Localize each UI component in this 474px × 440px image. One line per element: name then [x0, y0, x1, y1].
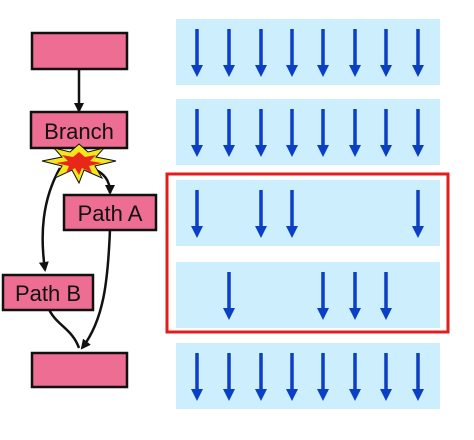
- down-arrow-icon: [380, 29, 392, 77]
- path-b-box: [1, 273, 95, 312]
- down-arrow-icon: [223, 29, 235, 77]
- bottom-box: [30, 351, 129, 389]
- path-a-label: Path A: [78, 201, 143, 226]
- down-arrow-icon: [349, 272, 361, 320]
- divergence-frame: [165, 172, 450, 334]
- branch-box: [29, 110, 129, 150]
- down-arrow-icon: [286, 109, 298, 157]
- down-arrow-icon: [191, 109, 203, 157]
- down-arrow-icon: [380, 353, 392, 401]
- down-arrow-icon: [317, 109, 329, 157]
- down-arrow-icon: [380, 109, 392, 157]
- down-arrow-icon: [412, 109, 424, 157]
- down-arrow-icon: [255, 190, 267, 238]
- down-arrow-icon: [349, 29, 361, 77]
- down-arrow-icon: [223, 272, 235, 320]
- connector-path-b-to-bottom: [46, 306, 81, 349]
- down-arrow-icon: [412, 29, 424, 77]
- down-arrow-icon: [255, 353, 267, 401]
- lane-3-band: [176, 180, 440, 246]
- down-arrow-icon: [255, 29, 267, 77]
- path-a-box: [62, 193, 158, 232]
- lane-1-band: [176, 19, 440, 85]
- flow-boxes: Branch Path A Path B: [1, 31, 158, 389]
- explosion-icon: [41, 143, 117, 185]
- lane-4-band: [176, 262, 440, 328]
- lane-5-band: [176, 343, 440, 409]
- down-arrow-icon: [349, 353, 361, 401]
- down-arrow-icon: [317, 272, 329, 320]
- connector-branch-to-path-b: [38, 167, 62, 272]
- down-arrow-icon: [191, 29, 203, 77]
- down-arrow-icon: [286, 190, 298, 238]
- path-b-label: Path B: [15, 281, 81, 306]
- down-arrow-icon: [255, 109, 267, 157]
- lane-2-band: [176, 99, 440, 165]
- down-arrow-icon: [286, 353, 298, 401]
- connector-path-a-to-bottom: [80, 228, 112, 350]
- thread-lanes: [176, 19, 440, 409]
- top-box: [30, 31, 129, 71]
- down-arrow-icon: [191, 190, 203, 238]
- down-arrow-icon: [317, 353, 329, 401]
- thread-arrows: [191, 29, 424, 401]
- down-arrow-icon: [412, 353, 424, 401]
- down-arrow-icon: [223, 109, 235, 157]
- down-arrow-icon: [317, 29, 329, 77]
- down-arrow-icon: [286, 29, 298, 77]
- branch-label: Branch: [44, 119, 114, 144]
- down-arrow-icon: [191, 353, 203, 401]
- down-arrow-icon: [412, 190, 424, 238]
- down-arrow-icon: [223, 353, 235, 401]
- down-arrow-icon: [380, 272, 392, 320]
- down-arrow-icon: [349, 109, 361, 157]
